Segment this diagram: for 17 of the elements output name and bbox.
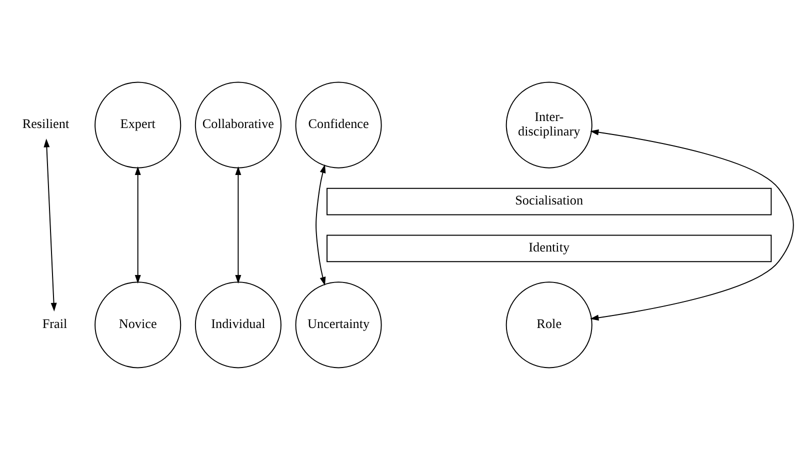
arrow [590,129,794,321]
node-circle: Inter- disciplinary [506,82,592,168]
arrow [44,138,57,312]
arrow [316,164,326,286]
node-circle: Collaborative [194,82,282,168]
arrow [134,166,141,284]
node-box: Identity [326,234,772,262]
node-text: Resilient [22,116,70,132]
node-circle: Role [506,282,592,368]
node-text: Frail [42,316,68,332]
node-circle: Expert [94,82,182,168]
node-box: Socialisation [326,188,772,216]
node-circle: Novice [94,282,182,368]
node-circle: Individual [194,282,282,368]
node-circle: Uncertainty [295,282,382,368]
arrow [235,166,242,284]
node-circle: Confidence [295,82,382,168]
